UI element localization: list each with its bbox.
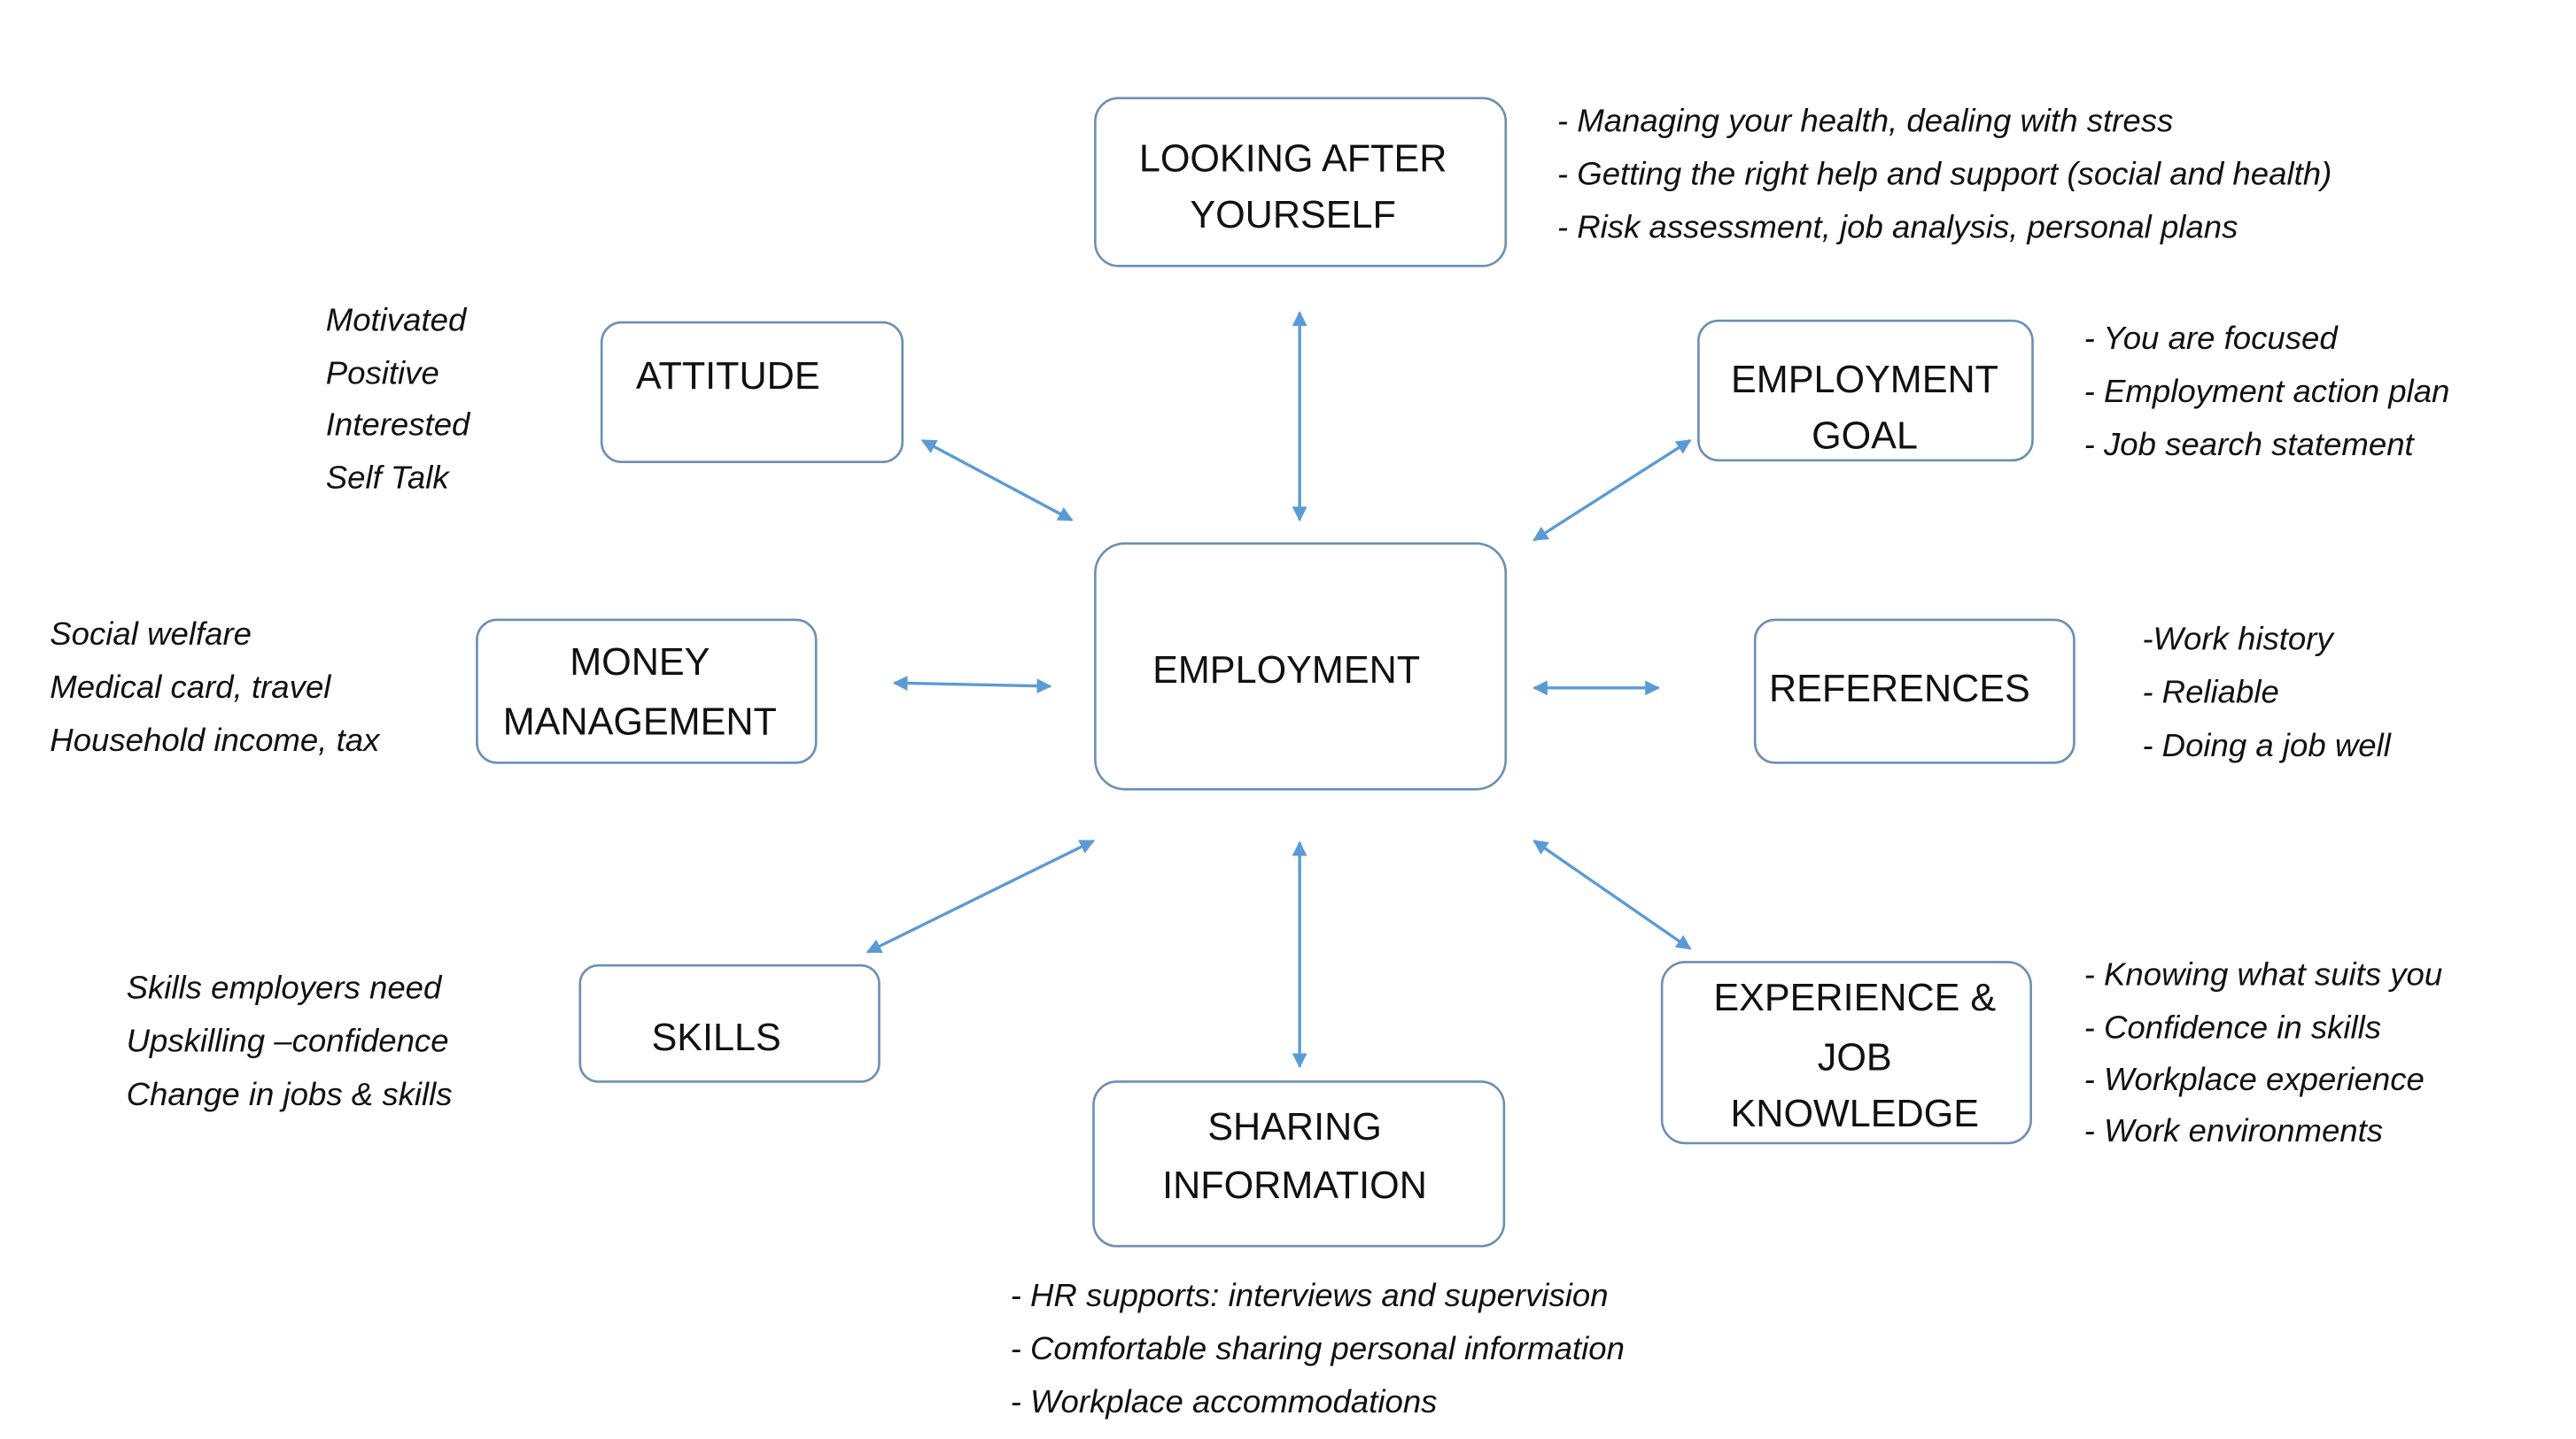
node-skills: SKILLS (578, 963, 881, 1083)
node-label: YOURSELF (1190, 194, 1396, 236)
node-label: LOOKING AFTER (1139, 137, 1447, 180)
node-label: KNOWLEDGE (1731, 1093, 1979, 1135)
note-line: -Work history (2142, 621, 2335, 657)
note-line: - Work environments (2084, 1112, 2383, 1149)
note-line: - Doing a job well (2142, 727, 2391, 763)
notes-attitude: Motivated Positive Interested Self Talk (326, 301, 471, 495)
node-employment: EMPLOYMENT (1094, 542, 1508, 791)
note-line: - Workplace accommodations (1011, 1383, 1438, 1420)
node-label: GOAL (1812, 415, 1918, 458)
node-label: JOB (1818, 1036, 1892, 1079)
node-employment-goal: EMPLOYMENT GOAL (1697, 319, 2034, 462)
node-sharing-information: SHARING INFORMATION (1092, 1080, 1506, 1248)
node-label: ATTITUDE (636, 355, 820, 398)
note-line: - Employment action plan (2084, 373, 2450, 409)
note-line: Positive (326, 355, 439, 391)
note-line: Self Talk (326, 460, 451, 496)
note-line: Change in jobs & skills (127, 1076, 453, 1112)
arrow-experience (1532, 839, 1692, 950)
node-experience-job-knowledge: EXPERIENCE & JOB KNOWLEDGE (1660, 961, 2032, 1145)
note-line: - Risk assessment, job analysis, persona… (1557, 208, 2238, 244)
node-label: EMPLOYMENT (1731, 359, 1998, 401)
node-money-management: MONEY MANAGEMENT (476, 618, 818, 764)
notes-experience-job-knowledge: - Knowing what suits you - Confidence in… (2084, 956, 2443, 1149)
note-line: Medical card, travel (50, 669, 331, 705)
note-line: Motivated (326, 301, 468, 337)
node-label: EMPLOYMENT (1152, 649, 1420, 692)
notes-skills: Skills employers need Upskilling –confid… (127, 970, 453, 1112)
note-line: - Getting the right help and support (so… (1557, 155, 2332, 191)
notes-references: -Work history - Reliable - Doing a job w… (2142, 621, 2391, 763)
arrow-skills (865, 839, 1096, 954)
arrow-employment-goal (1532, 438, 1692, 542)
note-line: Interested (326, 406, 471, 443)
note-line: - Job search statement (2084, 426, 2416, 462)
node-label: EXPERIENCE & (1713, 977, 1996, 1019)
note-line: - Confidence in skills (2084, 1010, 2381, 1046)
note-line: - Knowing what suits you (2084, 956, 2443, 993)
node-label: INFORMATION (1162, 1164, 1427, 1207)
arrow-money (892, 676, 1052, 694)
note-line: Social welfare (50, 615, 252, 652)
note-line: - Managing your health, dealing with str… (1557, 102, 2173, 138)
note-line: - You are focused (2084, 320, 2339, 356)
node-references: REFERENCES (1753, 618, 2076, 764)
note-line: - HR supports: interviews and supervisio… (1011, 1277, 1609, 1313)
node-label: MONEY (570, 641, 710, 684)
note-line: Skills employers need (127, 970, 443, 1006)
node-label: SKILLS (651, 1017, 780, 1059)
notes-employment-goal: - You are focused - Employment action pl… (2084, 320, 2450, 462)
connectors (865, 311, 1692, 1069)
note-line: - Reliable (2142, 674, 2279, 710)
node-label: REFERENCES (1769, 668, 2030, 710)
note-line: - Workplace experience (2084, 1061, 2425, 1097)
arrow-attitude (920, 438, 1074, 522)
note-line: - Comfortable sharing personal informati… (1011, 1330, 1625, 1366)
node-attitude: ATTITUDE (600, 321, 904, 464)
notes-sharing-information: - HR supports: interviews and supervisio… (1011, 1277, 1625, 1420)
node-label: MANAGEMENT (503, 700, 777, 743)
note-line: Household income, tax (50, 722, 381, 758)
node-looking-after-yourself: LOOKING AFTER YOURSELF (1094, 97, 1508, 267)
notes-looking-after-yourself: - Managing your health, dealing with str… (1557, 102, 2332, 244)
note-line: Upskilling –confidence (127, 1023, 449, 1059)
node-label: SHARING (1207, 1106, 1382, 1149)
notes-money-management: Social welfare Medical card, travel Hous… (50, 615, 381, 758)
